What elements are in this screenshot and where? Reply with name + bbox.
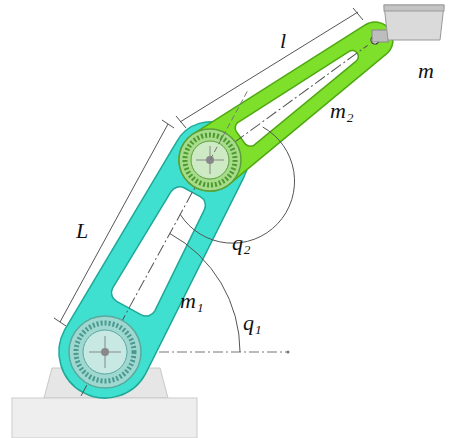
length-label: L — [76, 220, 88, 242]
joint-angle-label: q₁ — [243, 312, 262, 334]
link-mass-label: m₂ — [330, 100, 354, 122]
length-label: l — [280, 30, 286, 52]
link-mass-label: m₁ — [180, 290, 204, 312]
payload-mass-label: m — [418, 60, 434, 82]
joint-angle-label: q₂ — [232, 232, 251, 254]
